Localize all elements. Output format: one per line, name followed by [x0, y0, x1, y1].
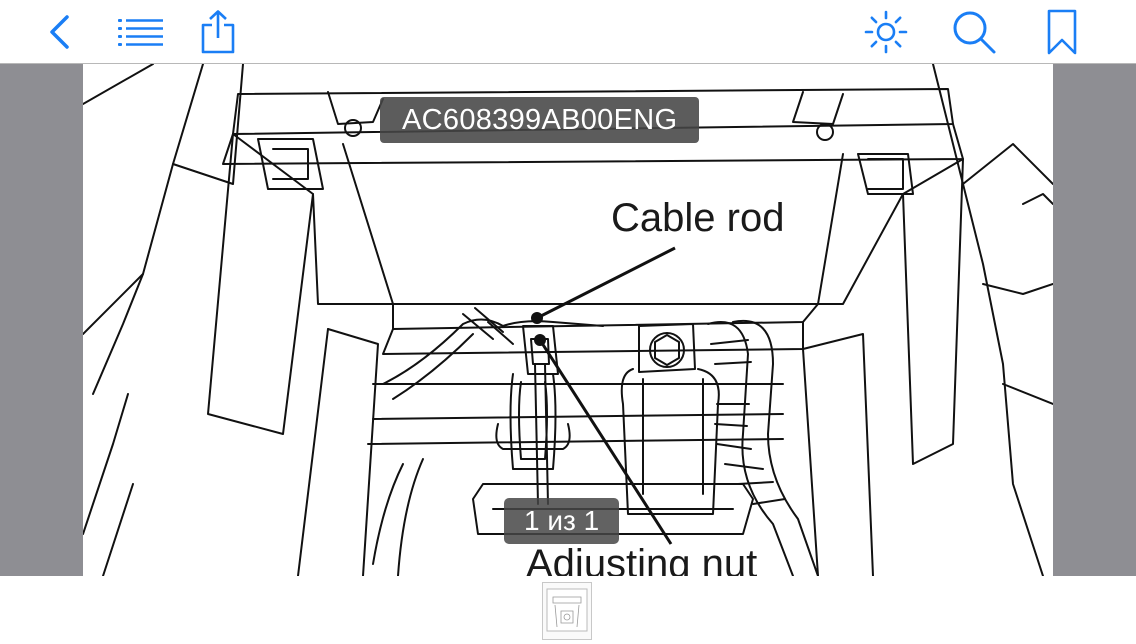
- chevron-left-icon: [50, 15, 69, 49]
- document-page: AC608399AB00ENG Cable rod Adjusting nut …: [83, 64, 1053, 576]
- bookmark-button[interactable]: [1038, 8, 1086, 56]
- technical-illustration: [83, 64, 1053, 576]
- share-button[interactable]: [194, 8, 242, 56]
- callout-adjusting-nut: Adjusting nut: [526, 542, 758, 576]
- bookmark-icon: [1047, 9, 1077, 55]
- share-icon: [201, 10, 235, 54]
- top-toolbar: [0, 0, 1136, 64]
- list-icon: [118, 19, 163, 46]
- page-indicator: 1 из 1: [504, 498, 620, 544]
- search-button[interactable]: [950, 8, 998, 56]
- document-id-label: AC608399AB00ENG: [380, 97, 700, 143]
- brightness-icon: [864, 10, 908, 54]
- document-viewer[interactable]: AC608399AB00ENG Cable rod Adjusting nut …: [0, 64, 1136, 576]
- thumbnail-strip: [0, 576, 1136, 640]
- search-icon: [953, 11, 996, 54]
- thumbnail-preview: [546, 588, 588, 632]
- back-button[interactable]: [36, 8, 84, 56]
- table-of-contents-button[interactable]: [117, 8, 165, 56]
- page-thumbnail[interactable]: [542, 582, 592, 640]
- brightness-button[interactable]: [862, 8, 910, 56]
- callout-cable-rod: Cable rod: [611, 196, 785, 240]
